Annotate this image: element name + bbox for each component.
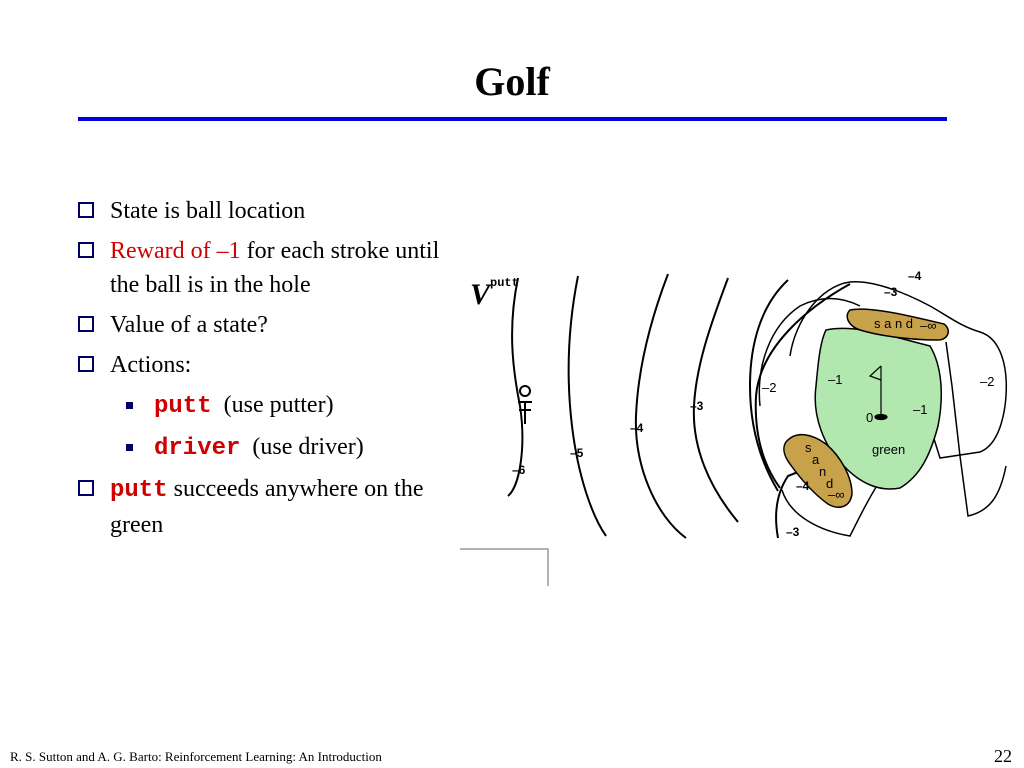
slide-title: Golf <box>474 59 550 104</box>
contour-label: –3 <box>786 525 800 539</box>
contour-line <box>692 277 739 523</box>
bullet-text: for each stroke until the ball is in the… <box>110 238 440 298</box>
contour-label: –4 <box>796 479 810 493</box>
action-desc: (use driver) <box>252 434 364 460</box>
contour-label: –2 <box>980 374 994 389</box>
sand-bottom-letter: n <box>819 464 826 479</box>
contour-label: –2 <box>762 380 776 395</box>
contour-line <box>754 283 851 489</box>
square-bullet-icon <box>78 356 94 372</box>
contour-label: –1 <box>913 402 927 417</box>
page-number: 22 <box>994 746 1012 766</box>
square-bullet-icon <box>78 242 94 258</box>
v-superscript: putt <box>490 276 519 290</box>
contour-label: –3 <box>690 399 704 413</box>
reward-highlight: Reward of –1 <box>110 238 241 264</box>
frame-corner <box>460 548 549 586</box>
bullet-list: State is ball location Reward of –1 for … <box>76 194 466 548</box>
contour-label: –4 <box>630 421 644 435</box>
action-code: putt <box>154 393 212 420</box>
action-code: driver <box>154 435 241 462</box>
contour-label: 0 <box>866 410 873 425</box>
contour-label: –1 <box>828 372 842 387</box>
bullet-actions: Actions: <box>76 348 466 382</box>
bullet-reward: Reward of –1 for each stroke until the b… <box>76 234 466 302</box>
action-code: putt <box>110 477 168 504</box>
bullet-text: Value of a state? <box>110 312 268 338</box>
bullet-text: succeeds anywhere on the green <box>110 476 424 538</box>
square-bullet-icon <box>78 202 94 218</box>
contour-line <box>748 279 789 492</box>
sand-bottom-letter: d <box>826 476 833 491</box>
green-label: green <box>872 442 905 457</box>
footer-citation: R. S. Sutton and A. G. Barto: Reinforcem… <box>10 749 382 764</box>
small-square-bullet-icon <box>126 402 133 409</box>
contour-line <box>634 273 687 539</box>
small-square-bullet-icon <box>126 444 133 451</box>
contour-line <box>567 275 607 537</box>
contour-label: –6 <box>512 463 526 477</box>
contour-label: –5 <box>570 446 584 460</box>
contour-label: –3 <box>884 285 898 299</box>
sand-bottom-inf-label: –∞ <box>828 487 845 502</box>
contour-lines <box>507 273 861 539</box>
sand-bottom <box>783 433 853 508</box>
contour-label: –4 <box>908 269 922 283</box>
sand-top-label: s a n d <box>874 316 913 331</box>
sand-bottom-letter: s <box>805 440 812 455</box>
square-bullet-icon <box>78 316 94 332</box>
contour-minus2-left <box>758 297 861 407</box>
flag-icon <box>868 365 888 421</box>
bullet-text: State is ball location <box>110 198 306 224</box>
green-area <box>814 327 942 490</box>
bullet-putt-green: putt succeeds anywhere on the green <box>76 472 466 542</box>
contour-line <box>507 277 524 497</box>
sand-top-inf-label: –∞ <box>920 318 937 333</box>
action-desc: (use putter) <box>223 392 334 418</box>
bullet-value: Value of a state? <box>76 308 466 342</box>
contour-minus3-lower <box>781 480 881 537</box>
bullet-text: Actions: <box>110 352 192 378</box>
sub-bullet-driver: driver (use driver) <box>76 430 466 466</box>
square-bullet-icon <box>78 480 94 496</box>
sand-bottom-letter: a <box>812 452 820 467</box>
v-label: V <box>470 278 493 311</box>
golf-value-figure: V putt –6 –5 –4 –3 –2 –1 0 –1 –2 –4 –3 –… <box>460 269 1007 586</box>
sand-top <box>846 308 949 341</box>
sub-bullet-putt: putt (use putter) <box>76 388 466 424</box>
contour-right-region <box>945 341 1007 517</box>
title-rule <box>78 117 947 121</box>
golfer-icon <box>518 385 532 424</box>
bullet-state: State is ball location <box>76 194 466 228</box>
